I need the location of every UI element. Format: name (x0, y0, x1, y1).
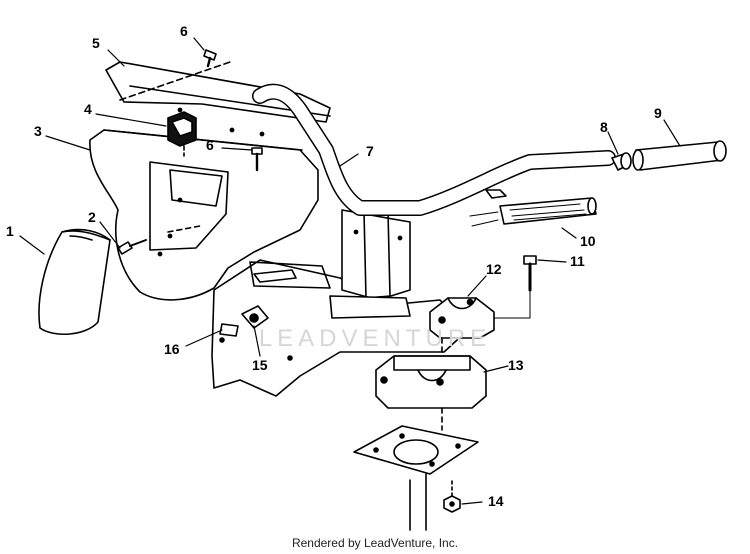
callout-6-middle: 6 (206, 137, 214, 153)
part-9-grip (632, 140, 727, 171)
callout-7: 7 (366, 143, 374, 159)
part-6-screw-top (203, 49, 217, 68)
part-1-front-cover (38, 228, 111, 336)
part-3-dash-housing (89, 129, 319, 301)
mounting-plate (353, 425, 479, 475)
callout-3: 3 (34, 123, 42, 139)
callout-1: 1 (6, 223, 14, 239)
footer-credit: Rendered by LeadVenture, Inc. (291, 536, 459, 550)
callout-8: 8 (600, 119, 608, 135)
callout-15: 15 (252, 357, 268, 373)
callout-11: 11 (570, 253, 585, 269)
callout-13: 13 (508, 357, 524, 373)
callout-6-top: 6 (180, 23, 188, 39)
part-6-screw-middle (251, 147, 263, 172)
part-15-bushing (241, 305, 269, 329)
callout-2: 2 (88, 209, 96, 225)
part-2-screw (117, 239, 147, 255)
leader-lines (19, 37, 681, 505)
callout-4: 4 (84, 101, 92, 117)
steering-column (329, 209, 411, 319)
part-10-throttle-grip (469, 197, 597, 227)
callout-12: 12 (486, 261, 502, 277)
part-7-handlebar (252, 83, 616, 216)
part-12-upper-clamp (429, 297, 495, 339)
part-14-nut (443, 479, 461, 513)
callout-9: 9 (654, 105, 662, 121)
callout-10: 10 (580, 233, 596, 249)
part-8-end-cap (611, 152, 632, 171)
callout-5: 5 (92, 35, 100, 51)
callout-14: 14 (488, 493, 504, 509)
part-13-lower-clamp (375, 355, 487, 409)
callout-16: 16 (164, 341, 180, 357)
part-4-switch (167, 111, 197, 157)
steering-shaft (409, 473, 427, 531)
part-16-spacer (219, 323, 239, 337)
